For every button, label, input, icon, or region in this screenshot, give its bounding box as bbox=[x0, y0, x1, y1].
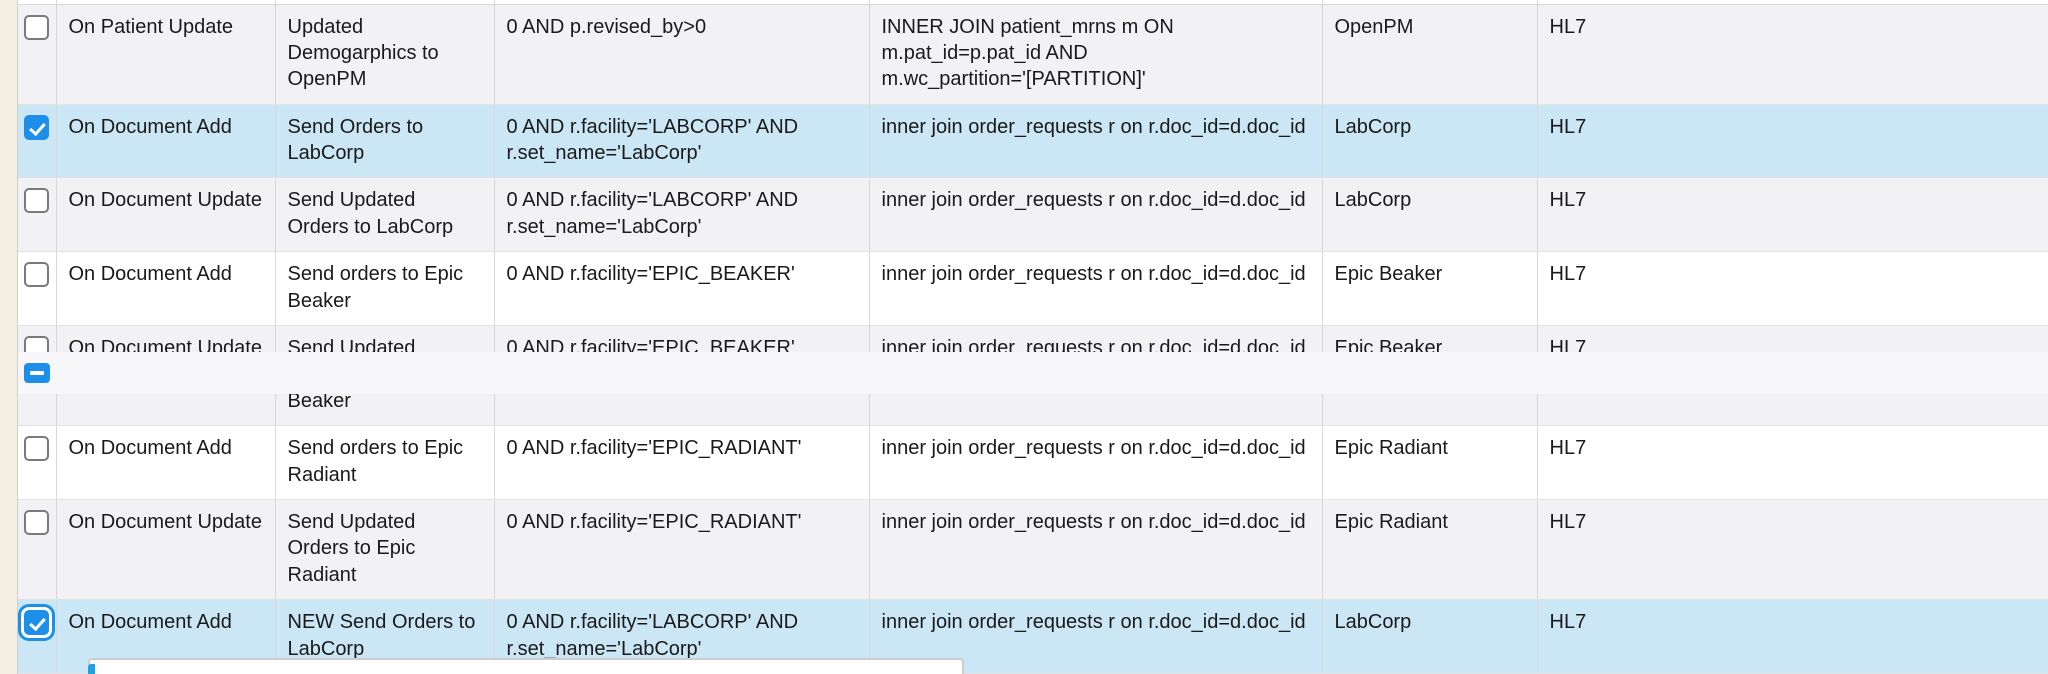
row-select-cell[interactable] bbox=[18, 599, 57, 674]
cell-rule-name: Send Orders to LabCorp bbox=[275, 104, 495, 179]
row-select-cell[interactable] bbox=[18, 104, 57, 179]
detail-panel-accent-tab bbox=[88, 664, 95, 674]
cell-format: HL7 bbox=[1537, 4, 2048, 105]
cell-destination: Epic Radiant bbox=[1322, 499, 1538, 601]
cell-join: inner join order_requests r on r.doc_id=… bbox=[869, 499, 1323, 601]
cell-join: inner join order_requests r on r.doc_id=… bbox=[869, 104, 1323, 179]
checkbox-checked-icon[interactable] bbox=[24, 610, 50, 636]
cell-rule-name: Send orders to Epic Radiant bbox=[275, 425, 495, 500]
group-collapse-cell bbox=[18, 362, 56, 383]
header-remnant-cell-condition bbox=[494, 0, 870, 5]
minus-icon[interactable] bbox=[24, 362, 50, 383]
cell-join: inner join order_requests r on r.doc_id=… bbox=[869, 425, 1323, 500]
cell-join: inner join order_requests r on r.doc_id=… bbox=[869, 177, 1323, 253]
header-remnant-cell-check bbox=[18, 0, 57, 5]
cell-format: HL7 bbox=[1537, 251, 2048, 327]
cell-format: HL7 bbox=[1537, 104, 2048, 179]
cell-event: On Document Add bbox=[56, 425, 276, 500]
checkbox-unchecked-icon[interactable] bbox=[24, 509, 50, 535]
checkbox-unchecked-icon[interactable] bbox=[24, 14, 50, 40]
cell-rule-name: Send Updated Orders to LabCorp bbox=[275, 177, 495, 253]
cell-event: On Document Add bbox=[56, 251, 276, 327]
group-collapse-row bbox=[18, 351, 2048, 394]
cell-format: HL7 bbox=[1537, 499, 2048, 601]
left-gutter-strip bbox=[0, 0, 18, 674]
cell-join: inner join order_requests r on r.doc_id=… bbox=[869, 251, 1323, 327]
checkbox-unchecked-icon[interactable] bbox=[24, 262, 50, 288]
cell-format: HL7 bbox=[1537, 425, 2048, 500]
checkbox-checked-icon[interactable] bbox=[24, 114, 50, 140]
cell-destination: OpenPM bbox=[1322, 4, 1538, 105]
cell-format: HL7 bbox=[1537, 177, 2048, 253]
row-select-cell[interactable] bbox=[18, 251, 57, 327]
cell-destination: LabCorp bbox=[1322, 104, 1538, 179]
cell-destination: LabCorp bbox=[1322, 177, 1538, 253]
header-remnant-cell-name bbox=[275, 0, 495, 5]
header-remnant-cell-join bbox=[869, 0, 1323, 5]
cell-destination: Epic Beaker bbox=[1322, 251, 1538, 327]
grid-header-remnant bbox=[18, 0, 2048, 5]
row-select-cell[interactable] bbox=[18, 499, 57, 601]
cell-join: inner join order_requests r on r.doc_id=… bbox=[869, 599, 1323, 674]
checkbox-unchecked-icon[interactable] bbox=[24, 188, 50, 214]
row-select-cell[interactable] bbox=[18, 425, 57, 500]
cell-event: On Document Update bbox=[56, 499, 276, 601]
cell-condition: 0 AND r.facility='EPIC_BEAKER' bbox=[494, 251, 870, 327]
cell-condition: 0 AND r.facility='LABCORP' AND r.set_nam… bbox=[494, 104, 870, 179]
checkbox-unchecked-icon[interactable] bbox=[24, 436, 50, 462]
cell-condition: 0 AND p.revised_by>0 bbox=[494, 4, 870, 105]
cell-event: On Patient Update bbox=[56, 4, 276, 105]
cell-rule-name: Updated Demogarphics to OpenPM bbox=[275, 4, 495, 105]
cell-event: On Document Add bbox=[56, 104, 276, 179]
detail-panel[interactable] bbox=[88, 658, 964, 674]
cell-rule-name: Send Updated Orders to Epic Radiant bbox=[275, 499, 495, 601]
row-select-cell[interactable] bbox=[18, 4, 57, 105]
cell-destination: LabCorp bbox=[1322, 599, 1538, 674]
cell-rule-name: Send orders to Epic Beaker bbox=[275, 251, 495, 327]
cell-format: HL7 bbox=[1537, 599, 2048, 674]
cell-condition: 0 AND r.facility='LABCORP' AND r.set_nam… bbox=[494, 177, 870, 253]
cell-join: INNER JOIN patient_mrns m ON m.pat_id=p.… bbox=[869, 4, 1323, 105]
cell-condition: 0 AND r.facility='EPIC_RADIANT' bbox=[494, 499, 870, 601]
cell-condition: 0 AND r.facility='EPIC_RADIANT' bbox=[494, 425, 870, 500]
cell-destination: Epic Radiant bbox=[1322, 425, 1538, 500]
header-remnant-cell-destination bbox=[1322, 0, 1538, 5]
cell-event: On Document Update bbox=[56, 177, 276, 253]
header-remnant-cell-format bbox=[1537, 0, 2048, 5]
header-remnant-cell-event bbox=[56, 0, 276, 5]
row-select-cell[interactable] bbox=[18, 177, 57, 253]
